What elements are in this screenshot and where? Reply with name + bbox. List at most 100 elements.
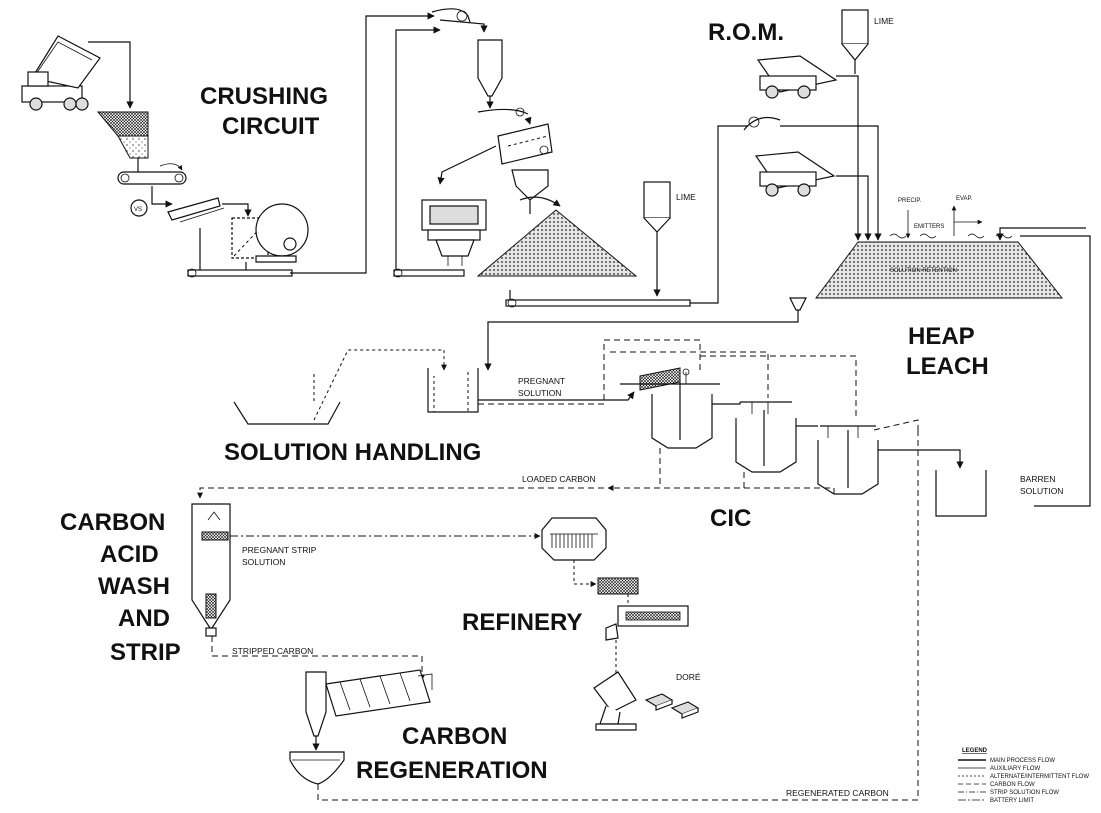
- event-pond: [234, 402, 340, 424]
- regen-cyclone: [306, 672, 326, 736]
- dore-label: DORÉ: [676, 672, 701, 682]
- title-heap-2: LEACH: [906, 353, 989, 380]
- legend-item-main: MAIN PROCESS FLOW: [990, 758, 1055, 764]
- solution-retention-label: SOLUTION RETENTION: [890, 268, 957, 274]
- flow-ew-dryer: [574, 560, 596, 584]
- pouring-furnace: [594, 672, 636, 730]
- pregnant-solution-label-1: PREGNANT: [518, 376, 565, 386]
- title-heap-1: HEAP: [908, 323, 975, 350]
- flow-stacker: [520, 197, 560, 206]
- title-regen-2: REGENERATION: [356, 757, 548, 784]
- flow-screen-cone: [440, 146, 496, 184]
- title-carbon-acid-2: ACID: [100, 541, 159, 568]
- precip-label: PRECIP.: [898, 198, 922, 204]
- heap-stacker-conveyor: [744, 117, 780, 130]
- flow-loaded-carbon: [200, 488, 604, 498]
- crusher-discharge-conveyor: [188, 269, 292, 277]
- evap-label: EVAP.: [956, 196, 973, 202]
- jaw-crusher: [232, 204, 308, 262]
- title-crushing-1: CRUSHING: [200, 83, 328, 110]
- title-solution-handling: SOLUTION HANDLING: [224, 439, 481, 466]
- pregnant-solution-tank: [428, 368, 478, 412]
- title-carbon-acid-1: CARBON: [60, 509, 165, 536]
- title-carbon-acid-5: STRIP: [110, 639, 181, 666]
- flow-feeder-screen: [152, 186, 172, 204]
- title-refinery: REFINERY: [462, 609, 582, 636]
- stripped-carbon-label: STRIPPED CARBON: [232, 646, 313, 656]
- flow-tank1-tank2: [712, 402, 740, 404]
- loaded-carbon-label: LOADED CARBON: [522, 474, 596, 484]
- barren-label-1: BARREN: [1020, 474, 1055, 484]
- title-rom: R.O.M.: [708, 19, 784, 46]
- flow-feeder-return: [160, 164, 182, 170]
- pregnant-strip-label-1: PREGNANT STRIP: [242, 545, 317, 555]
- flow-tank-pond: [434, 372, 468, 412]
- flow-cic-carbon-return: [874, 420, 918, 430]
- flow-screen-crusher: [222, 204, 248, 216]
- screen-feed-conveyor: [478, 108, 528, 116]
- flow-carbon-advance-1: [610, 352, 768, 398]
- regen-carbon-tank: [290, 752, 344, 784]
- barren-label-2: SOLUTION: [1020, 486, 1063, 496]
- flow-rom2-heap: [836, 176, 868, 240]
- title-carbon-acid-3: WASH: [98, 573, 170, 600]
- legend-item-strip: STRIP SOLUTION FLOW: [990, 790, 1059, 796]
- legend: LEGEND MAIN PROCESS FLOW AUXILIARY FLOW …: [958, 748, 1089, 804]
- legend-item-battery: BATTERY LIMIT: [990, 798, 1034, 804]
- lime-mid-label: LIME: [676, 192, 696, 202]
- flow-pond-overflow: [314, 350, 444, 420]
- title-cic: CIC: [710, 505, 751, 532]
- rom-truck-1: [758, 56, 836, 98]
- flow-conveyor-to-head: [290, 16, 434, 273]
- cone-crusher-conveyor: [394, 269, 464, 277]
- pregnant-solution-label-2: SOLUTION: [518, 388, 561, 398]
- title-regen-1: CARBON: [402, 723, 507, 750]
- flow-carbon-advance-2: [700, 356, 856, 420]
- flow-carbon-collect: [608, 488, 834, 494]
- flow-to-screen: [528, 118, 530, 124]
- lime-silo-mid: LIME: [644, 182, 696, 232]
- cic-carbon-screen: [620, 368, 720, 390]
- lime-silo-top: LIME: [842, 10, 894, 60]
- regenerated-carbon-label: REGENERATED CARBON: [786, 788, 889, 798]
- rom-truck-2: [756, 152, 834, 196]
- secondary-surge-bin: [432, 9, 502, 96]
- vibrating-screen: VS: [131, 198, 224, 222]
- regeneration-kiln: [326, 670, 432, 716]
- vs-label: VS: [134, 207, 142, 213]
- flow-heap-pond: [488, 310, 798, 370]
- cic-tank-2: [736, 402, 796, 472]
- legend-item-carbon: CARBON FLOW: [990, 782, 1035, 788]
- sludge-dryer: [598, 578, 638, 594]
- cone-crusher: [422, 200, 486, 266]
- barren-solution-tank: [936, 470, 986, 516]
- title-crushing-2: CIRCUIT: [222, 113, 320, 140]
- pregnant-collection-sump: [790, 298, 806, 310]
- dump-hopper: [98, 112, 148, 158]
- secondary-screen: [498, 124, 552, 200]
- fine-ore-stockpile: [478, 210, 636, 276]
- cic-tank-3: [818, 426, 878, 494]
- flow-tank1-out: [654, 448, 660, 488]
- dore-bars: DORÉ: [646, 672, 701, 718]
- induction-furnace: [606, 606, 688, 640]
- lime-top-label: LIME: [874, 16, 894, 26]
- flow-truck-hopper: [88, 42, 130, 108]
- flow-overland: [690, 126, 748, 303]
- legend-item-alt: ALTERNATE/INTERMITTENT FLOW: [990, 774, 1089, 780]
- pregnant-strip-label-2: SOLUTION: [242, 557, 285, 567]
- legend-title: LEGEND: [962, 748, 988, 754]
- legend-item-aux: AUXILIARY FLOW: [990, 766, 1040, 772]
- flow-cic-barren: [878, 450, 960, 468]
- haul-truck-crushing: [22, 36, 100, 110]
- heap-leach-pad: SOLUTION RETENTION: [816, 242, 1062, 298]
- overland-conveyor: [506, 299, 690, 307]
- flow-rom-heap: [836, 76, 858, 240]
- electrowinning-cell: [542, 518, 606, 560]
- emitters-label: EMITTERS: [914, 224, 944, 230]
- title-carbon-acid-4: AND: [118, 605, 170, 632]
- flow-barren-emitters: [1000, 228, 1086, 240]
- strip-column: [192, 504, 230, 636]
- apron-feeder: [118, 172, 186, 184]
